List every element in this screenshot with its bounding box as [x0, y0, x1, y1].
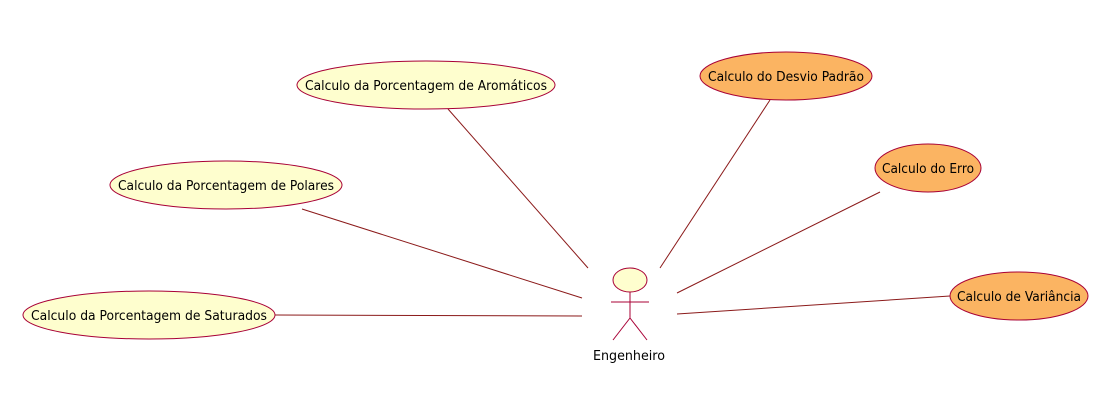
- use-case-erro-ellipse: [874, 143, 982, 193]
- use-case-erro-label: Calculo do Erro: [882, 162, 974, 177]
- actor-engenheiro[interactable]: Engenheiro: [593, 267, 665, 364]
- use-case-polares-ellipse: [109, 160, 343, 210]
- association-desvio: [659, 99, 771, 269]
- association-erro: [676, 191, 881, 294]
- use-case-aromaticos-label: Calculo da Porcentagem de Aromáticos: [305, 79, 547, 94]
- associations: [274, 99, 951, 317]
- use-case-erro[interactable]: Calculo do Erro: [874, 143, 982, 193]
- use-case-variancia-label: Calculo de Variância: [957, 290, 1081, 305]
- use-case-polares[interactable]: Calculo da Porcentagem de Polares: [109, 160, 343, 210]
- association-variancia: [676, 295, 951, 315]
- stick-figure-actor-icon: [611, 267, 649, 341]
- use-case-desvio-padrao-ellipse: [699, 51, 873, 101]
- association-polares: [301, 208, 583, 299]
- use-case-variancia[interactable]: Calculo de Variância: [949, 271, 1089, 321]
- use-case-saturados-ellipse: [22, 290, 276, 340]
- use-case-saturados[interactable]: Calculo da Porcentagem de Saturados: [22, 290, 276, 340]
- use-case-desvio-padrao-label: Calculo do Desvio Padrão: [708, 70, 864, 85]
- association-saturados: [274, 314, 583, 317]
- use-case-desvio-padrao[interactable]: Calculo do Desvio Padrão: [699, 51, 873, 101]
- use-case-aromaticos-ellipse: [296, 60, 556, 110]
- use-case-aromaticos[interactable]: Calculo da Porcentagem de Aromáticos: [296, 60, 556, 110]
- association-aromaticos: [447, 108, 589, 269]
- use-case-polares-label: Calculo da Porcentagem de Polares: [118, 179, 334, 194]
- actor-name-label: Engenheiro: [593, 349, 665, 364]
- use-case-variancia-ellipse: [949, 271, 1089, 321]
- use-case-saturados-label: Calculo da Porcentagem de Saturados: [31, 309, 267, 324]
